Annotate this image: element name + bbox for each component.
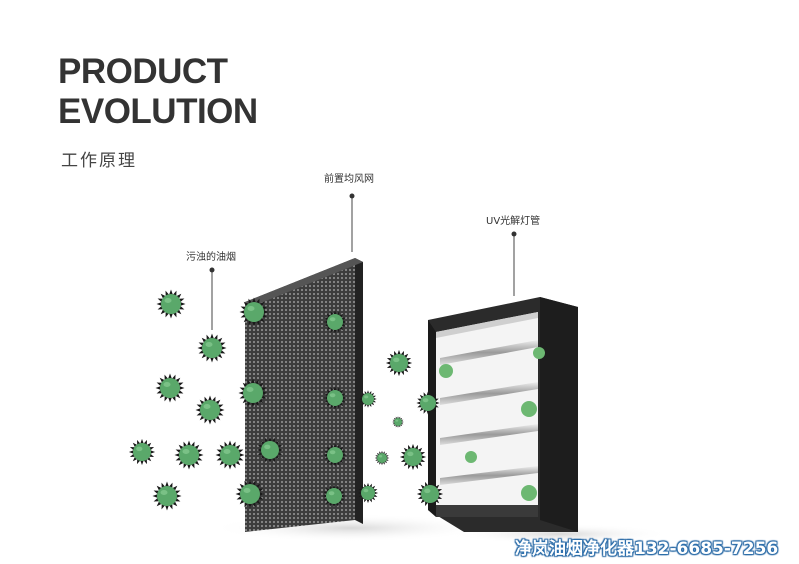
oil-smoke-particle xyxy=(157,290,186,319)
callout-uv-lamp-line xyxy=(512,232,517,297)
purified-particle xyxy=(521,485,537,501)
oil-smoke-particle xyxy=(198,334,227,363)
oil-smoke-particle xyxy=(400,444,426,470)
oil-smoke-particle xyxy=(392,416,404,428)
oil-smoke-particle xyxy=(129,439,155,465)
oil-smoke-particle xyxy=(322,484,345,507)
purified-particle xyxy=(439,364,453,378)
callout-oil-smoke-line xyxy=(210,268,215,331)
oil-smoke-particle xyxy=(239,379,268,408)
oil-smoke-particle xyxy=(323,310,346,333)
oil-smoke-particle xyxy=(417,481,443,507)
purified-particle xyxy=(521,401,537,417)
oil-smoke-particle xyxy=(175,441,204,470)
oil-smoke-particle xyxy=(323,443,346,466)
oil-smoke-particle xyxy=(358,483,378,503)
oil-smoke-particle xyxy=(257,437,283,463)
oil-smoke-particle xyxy=(216,441,245,470)
callout-pre-mesh-line xyxy=(350,194,355,253)
purified-particle xyxy=(465,451,477,463)
oil-smoke-particle xyxy=(153,482,182,511)
oil-smoke-particle xyxy=(240,298,269,327)
callout-oil-smoke-label: 污浊的油烟 xyxy=(186,248,236,263)
oil-smoke-particle xyxy=(359,390,376,407)
oil-smoke-particle xyxy=(416,391,439,414)
purified-particle xyxy=(533,347,545,359)
oil-smoke-particle xyxy=(156,374,185,403)
oil-smoke-particle xyxy=(323,386,346,409)
contact-watermark: 净岚油烟净化器132-6685-7256 xyxy=(515,534,778,559)
callout-pre-mesh-label: 前置均风网 xyxy=(324,170,374,185)
oil-smoke-particle xyxy=(196,396,225,425)
oil-smoke-particle xyxy=(375,451,390,466)
oil-smoke-particle xyxy=(386,350,412,376)
callout-uv-lamp-label: UV光解灯管 xyxy=(486,212,540,227)
uv-lamp-frame xyxy=(428,297,578,532)
oil-smoke-particle xyxy=(236,480,265,509)
